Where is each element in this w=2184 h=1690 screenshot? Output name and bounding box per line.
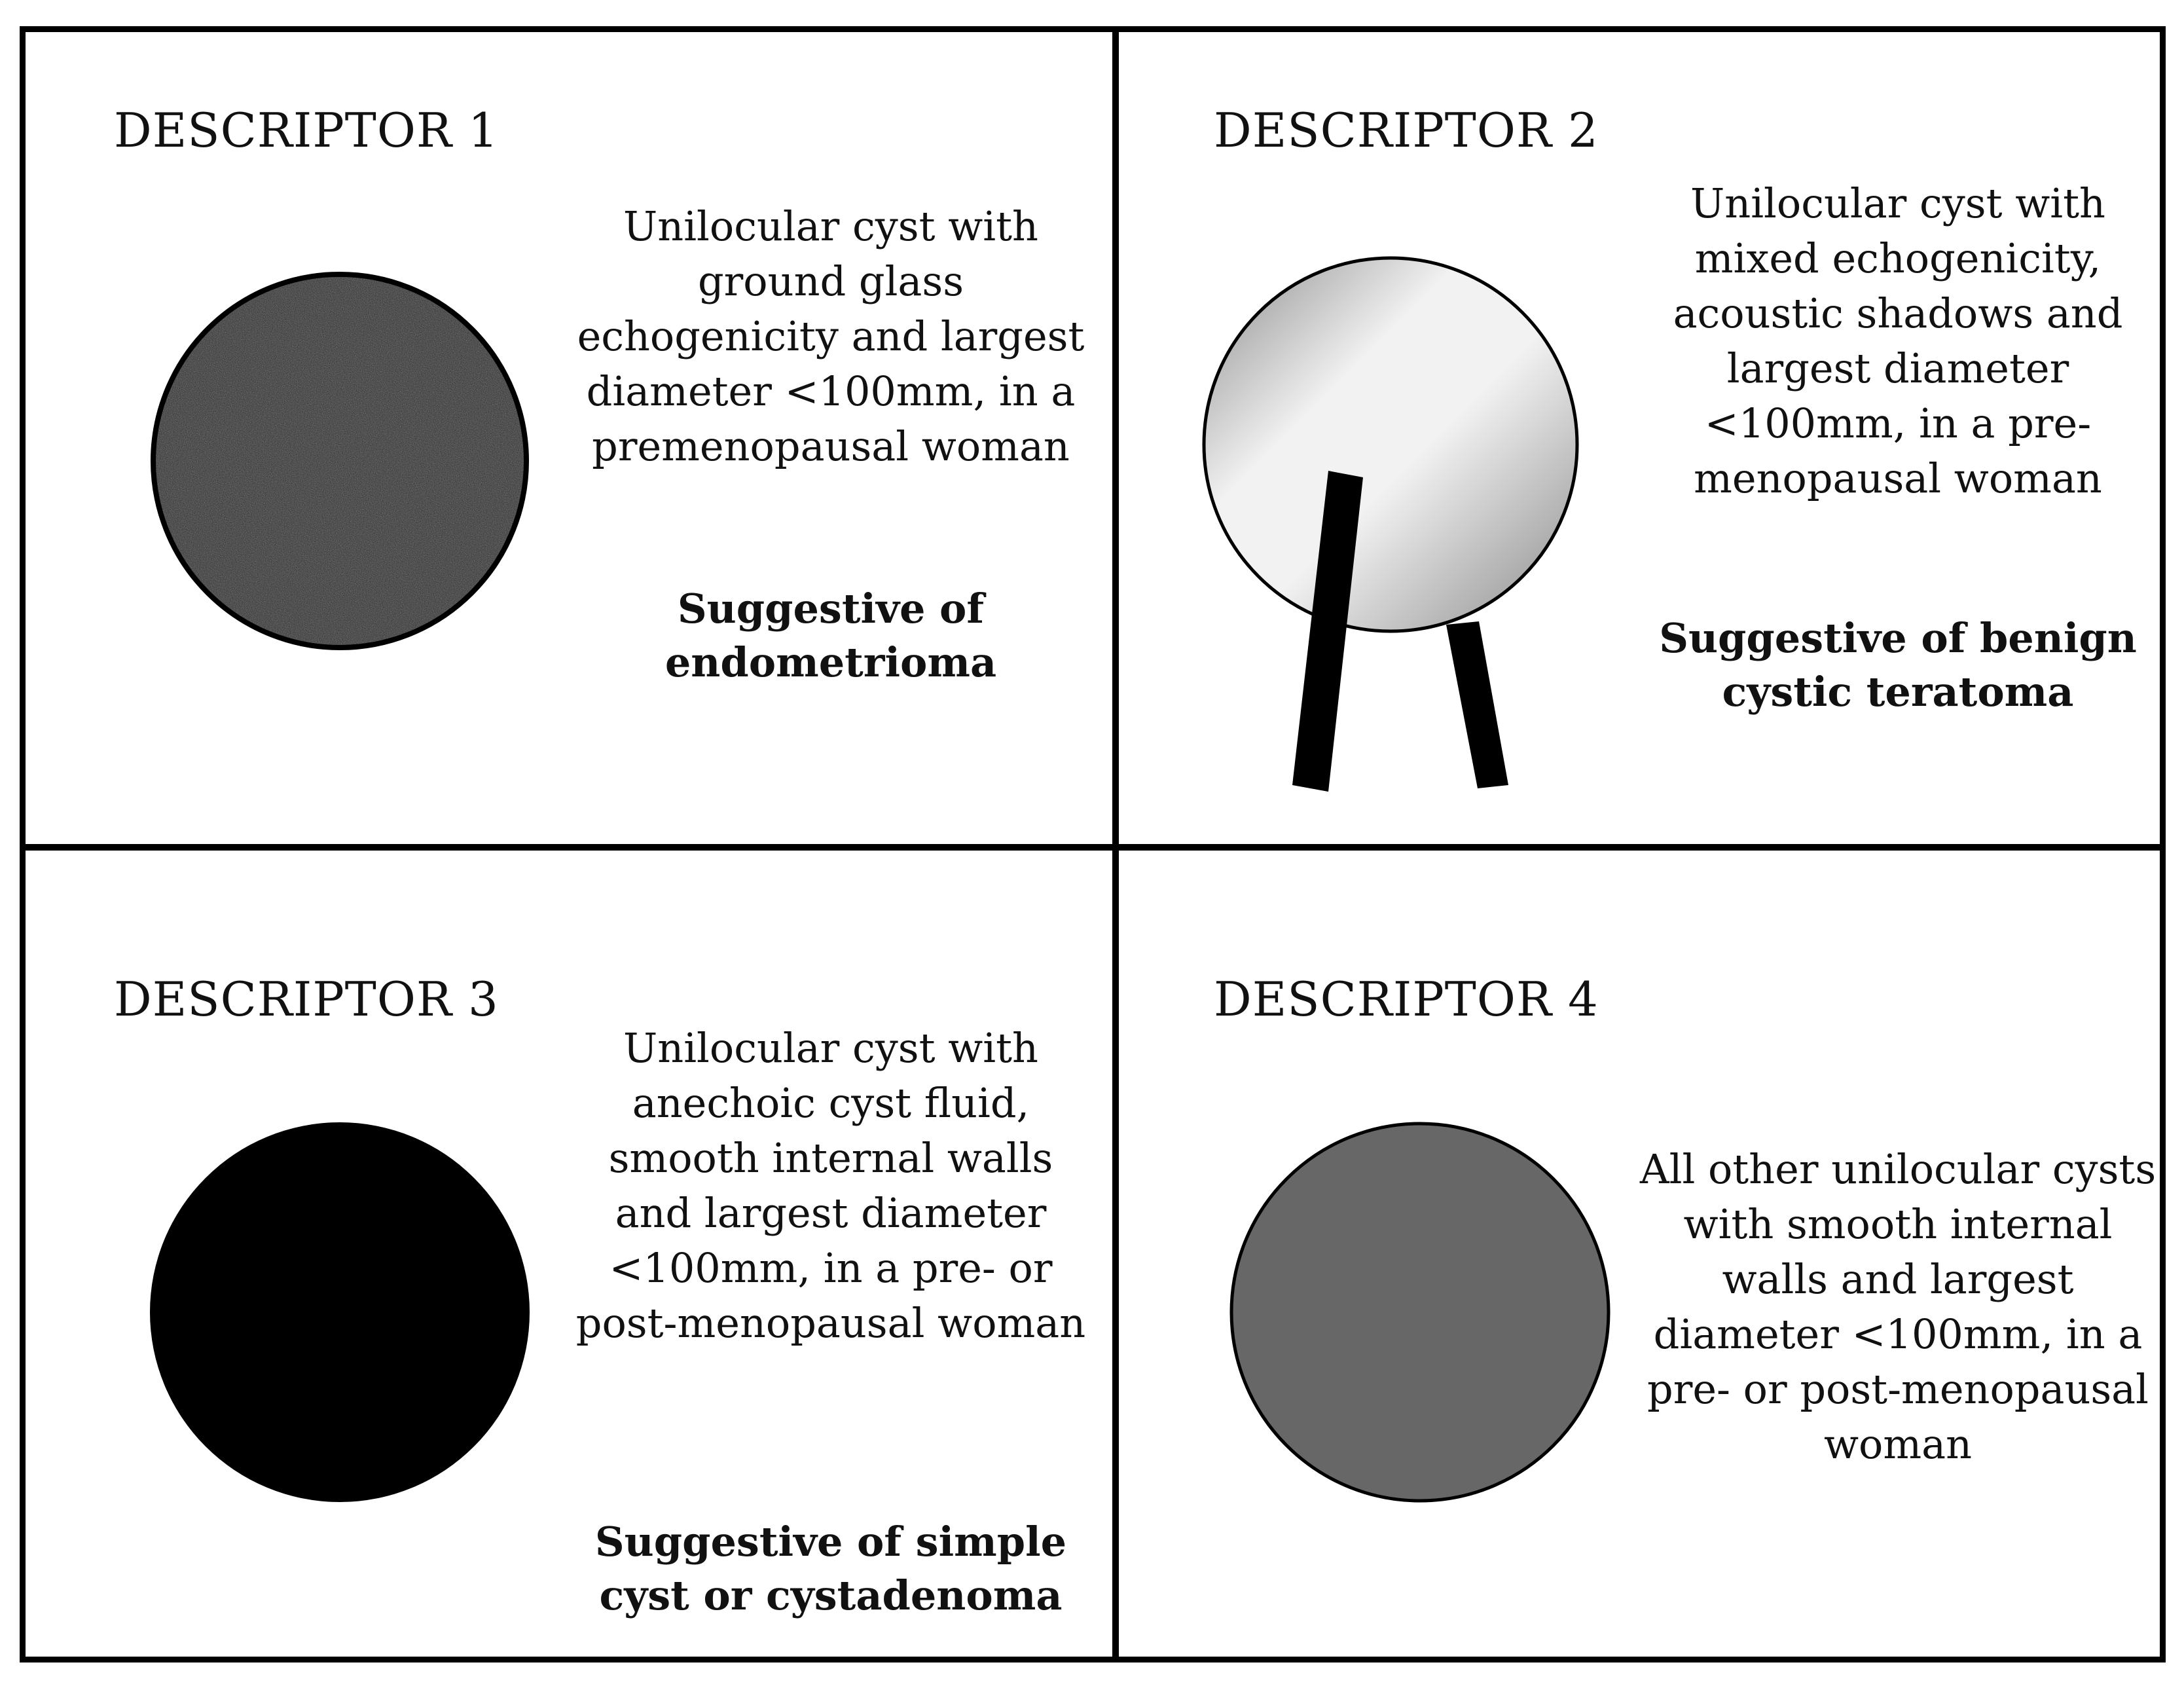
descriptor-4-panel: DESCRIPTOR 4 All other unilocular cysts … [1119, 851, 2160, 1657]
descriptor-1-panel: DESCRIPTOR 1 Unilocular cyst w [26, 32, 1112, 844]
descriptor-3-heading: DESCRIPTOR 3 [114, 972, 499, 1027]
descriptor-1-heading: DESCRIPTOR 1 [114, 103, 499, 158]
descriptor-grid: DESCRIPTOR 1 Unilocular cyst w [20, 26, 2166, 1662]
horizontal-divider [26, 844, 2160, 851]
mixed-echogenicity-cyst-body [1202, 256, 1579, 633]
ground-glass-texture [153, 274, 526, 648]
other-unilocular-cyst-illustration [1229, 1122, 1611, 1503]
ground-glass-cyst-outline [151, 272, 529, 650]
descriptor-3-description: Unilocular cyst with anechoic cyst fluid… [575, 1024, 1086, 1347]
anechoic-cyst-body [150, 1122, 530, 1502]
descriptor-2-description: Unilocular cyst with mixed echogenicity,… [1673, 179, 2123, 502]
mixed-echogenicity-cyst-illustration [1202, 256, 1579, 792]
other-unilocular-cyst-body [1229, 1122, 1611, 1503]
descriptor-2-verdict: Suggestive of benign cystic teratoma [1659, 614, 2137, 716]
acoustic-shadow-right [1446, 621, 1508, 788]
descriptor-1-verdict: Suggestive of endometrioma [664, 585, 997, 686]
descriptor-2-heading: DESCRIPTOR 2 [1214, 103, 1599, 158]
ground-glass-cyst-illustration [151, 272, 529, 650]
anechoic-cyst-illustration [150, 1122, 530, 1502]
descriptor-1-description: Unilocular cyst with ground glass echoge… [577, 202, 1085, 470]
descriptor-3-verdict: Suggestive of simple cyst or cystadenoma [594, 1518, 1067, 1619]
descriptor-4-heading: DESCRIPTOR 4 [1214, 972, 1599, 1027]
descriptor-2-panel: DESCRIPTOR 2 Unilocular cyst with mixed … [1119, 32, 2160, 844]
acoustic-shadow-left [1292, 471, 1363, 792]
descriptor-3-panel: DESCRIPTOR 3 Unilocular cyst with anecho… [26, 851, 1112, 1657]
descriptor-4-description: All other unilocular cysts with smooth i… [1639, 1145, 2157, 1468]
